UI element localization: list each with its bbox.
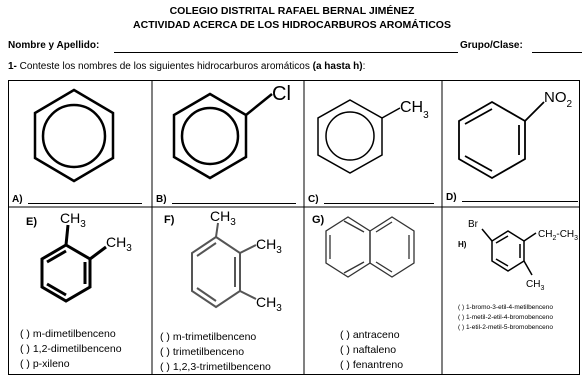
item-b: Cl B) xyxy=(152,80,304,207)
item-g-option-1[interactable]: ( ) antraceno xyxy=(340,329,400,341)
naphthalene-structure xyxy=(325,216,415,278)
item-d-answer[interactable] xyxy=(462,201,578,202)
trimethylbenzene-structure: CH3 CH3 CH3 xyxy=(191,208,282,314)
item-e: CH3 CH3 E) ( ) m-dimetilbenceno ( ) 1,2-… xyxy=(8,207,152,375)
item-g-option-2[interactable]: ( ) naftaleno xyxy=(340,344,397,356)
item-c-answer[interactable] xyxy=(324,203,434,204)
item-f-option-1[interactable]: ( ) m-trimetilbenceno xyxy=(160,331,257,343)
item-d-label: D) xyxy=(446,192,457,203)
name-field[interactable] xyxy=(114,52,458,53)
item-e-option-1[interactable]: ( ) m-dimetilbenceno xyxy=(20,328,116,340)
item-f-option-3[interactable]: ( ) 1,2,3-trimetilbenceno xyxy=(160,361,271,373)
item-c-label: C) xyxy=(308,194,319,205)
item-f-label: F) xyxy=(164,214,175,226)
item-a: A) xyxy=(8,80,152,207)
ch3-label: CH3 xyxy=(400,99,429,121)
item-g-option-3[interactable]: ( ) fenantreno xyxy=(340,359,404,371)
school-title: COLEGIO DISTRITAL RAFAEL BERNAL JIMÉNEZ xyxy=(169,5,415,17)
grid-lines xyxy=(8,80,580,375)
item-b-answer[interactable] xyxy=(172,203,296,204)
item-d: NO2 D) xyxy=(442,80,580,207)
e-ch3-right: CH3 xyxy=(106,234,132,254)
f-ch3-mid: CH3 xyxy=(256,236,282,256)
h-br-label: Br xyxy=(468,219,479,230)
item-e-option-3[interactable]: ( ) p-xileno xyxy=(20,358,70,370)
item-h-option-2[interactable]: ( ) 1-metil-2-etil-4-bromobenceno xyxy=(458,314,554,321)
item-g-label: G) xyxy=(312,214,325,226)
o-xylene-structure: CH3 CH3 xyxy=(40,210,132,303)
group-field[interactable] xyxy=(532,52,582,53)
f-ch3-top: CH3 xyxy=(210,208,236,228)
toluene-structure: CH3 xyxy=(317,99,429,174)
benzene-structure xyxy=(33,88,115,183)
item-f-option-2[interactable]: ( ) trimetilbenceno xyxy=(160,346,245,358)
item-g: G) ( ) antraceno ( ) naftaleno ( ) fenan… xyxy=(304,207,442,375)
item-h-option-1[interactable]: ( ) 1-bromo-3-etil-4-metilbenceno xyxy=(458,304,554,311)
question-grid: A) Cl B) CH3 C) NO2 xyxy=(8,80,580,375)
group-label: Grupo/Clase: xyxy=(460,40,523,51)
cl-label: Cl xyxy=(272,83,291,105)
e-ch3-top: CH3 xyxy=(60,210,86,230)
h-ethyl-label: CH2-CH3 xyxy=(538,229,578,242)
item-e-option-2[interactable]: ( ) 1,2-dimetilbenceno xyxy=(20,343,122,355)
item-h-option-3[interactable]: ( ) 1-etil-2-metil-5-bromobenceno xyxy=(458,324,554,331)
item-a-label: A) xyxy=(12,194,23,205)
bromo-ethyl-methylbenzene-structure: Br CH2-CH3 CH3 xyxy=(468,219,578,292)
item-c: CH3 C) xyxy=(304,80,442,207)
instruction: 1- Conteste los nombres de los siguiente… xyxy=(8,61,366,72)
activity-title: ACTIVIDAD ACERCA DE LOS HIDROCARBUROS AR… xyxy=(133,19,451,31)
item-a-answer[interactable] xyxy=(28,203,142,204)
h-methyl-label: CH3 xyxy=(526,279,544,292)
item-f: CH3 CH3 CH3 F) ( ) m-trimetilbenceno ( )… xyxy=(152,207,304,375)
chlorobenzene-structure: Cl xyxy=(172,83,291,180)
item-h: Br CH2-CH3 CH3 H) ( ) 1-bromo-3-etil-4-m… xyxy=(442,207,580,375)
item-h-label: H) xyxy=(458,240,467,249)
name-label: Nombre y Apellido: xyxy=(8,40,100,51)
item-e-label: E) xyxy=(26,216,37,228)
item-b-label: B) xyxy=(156,194,167,205)
f-ch3-bottom: CH3 xyxy=(256,294,282,314)
nitrobenzene-structure: NO2 xyxy=(458,89,573,180)
no2-label: NO2 xyxy=(544,89,573,110)
